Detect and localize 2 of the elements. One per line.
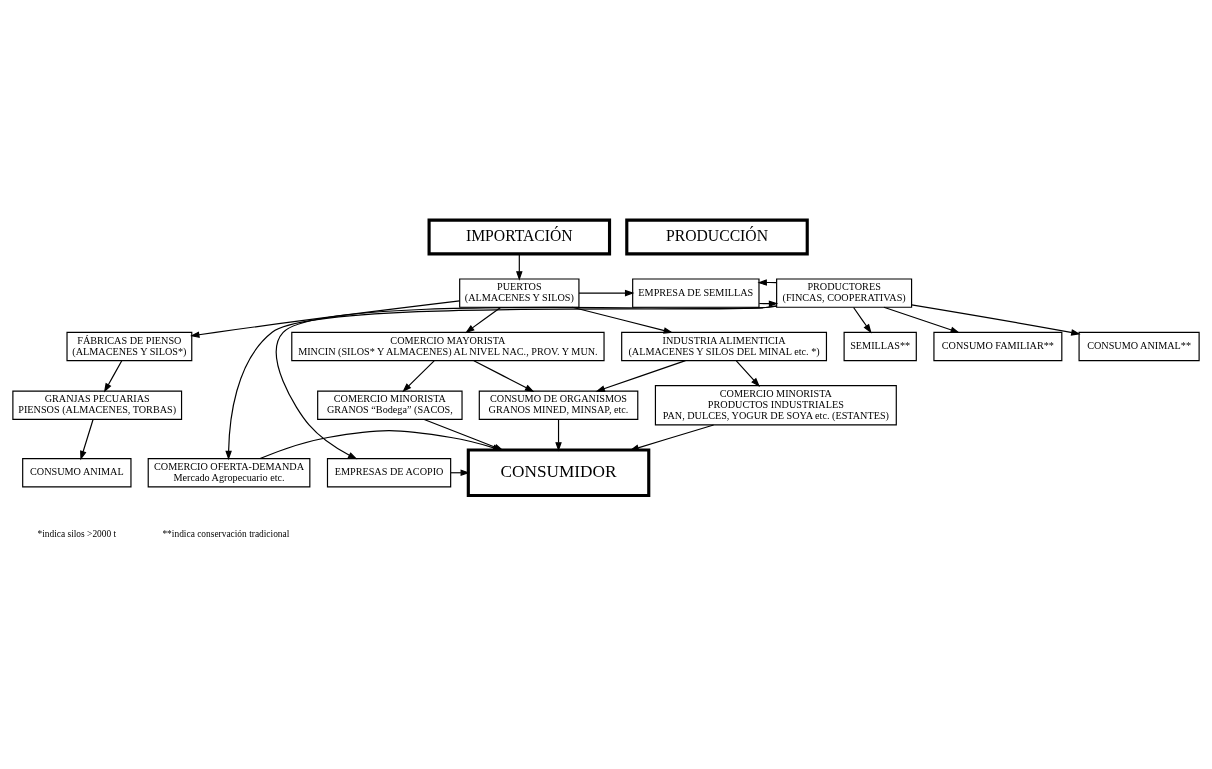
label: *indica silos >2000 t	[37, 529, 117, 540]
label: **indica conservación tradicional	[162, 529, 290, 540]
